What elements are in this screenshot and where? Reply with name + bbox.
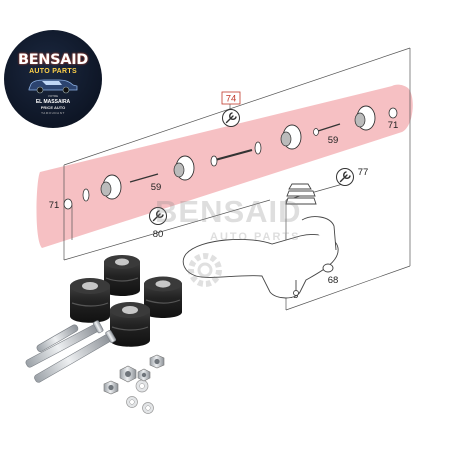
- brand-line1: EL MASSAIRA: [35, 99, 71, 105]
- bolt: [34, 330, 117, 383]
- bolt: [214, 148, 253, 162]
- bushing: [110, 302, 150, 347]
- nut: [63, 198, 73, 210]
- bolt: [317, 123, 341, 132]
- exploded-parts-upper: [63, 105, 398, 210]
- callout-80: 80: [153, 229, 164, 240]
- nut: [103, 380, 119, 395]
- callout-74: 74: [226, 94, 237, 105]
- brand-line3: TAROUDANT: [41, 111, 65, 115]
- gear-icon: [188, 253, 222, 287]
- control-arm-drawing: [182, 183, 339, 299]
- bolt: [129, 173, 159, 183]
- washer: [82, 188, 90, 202]
- washer: [126, 396, 138, 408]
- bolt: [36, 324, 79, 352]
- brand-tagline: VOTRE: [47, 94, 59, 98]
- brand-line2: PRICE AUTO: [40, 105, 66, 110]
- nut: [149, 354, 165, 369]
- hardware-photo: [25, 320, 165, 414]
- callouts: 74 71 59 59 71 80 77 65 68: [49, 91, 399, 301]
- watermark: BENSAID AUTO PARTS: [155, 194, 302, 287]
- bushing: [144, 276, 182, 318]
- nut: [119, 365, 137, 383]
- highlight-band: [36, 84, 413, 248]
- callout-71-left: 71: [49, 200, 60, 211]
- brand-logo: BENSAID AUTO PARTS VOTRE EL MASSAIRA PRI…: [4, 30, 102, 128]
- callout-71-right: 71: [388, 120, 399, 131]
- callout-68: 68: [328, 275, 339, 286]
- brand-subtitle: AUTO PARTS: [29, 68, 77, 75]
- callout-59-right: 59: [328, 135, 339, 146]
- bolt: [25, 320, 104, 368]
- nut: [137, 368, 151, 382]
- wrench-icon: [335, 167, 355, 187]
- washer: [254, 141, 262, 155]
- wrench-icon: [221, 108, 241, 128]
- bushing: [104, 255, 140, 296]
- bushing-set-photo: [70, 255, 182, 347]
- bushing: [70, 278, 110, 323]
- watermark-name: BENSAID: [155, 194, 302, 229]
- watermark-subtitle: AUTO PARTS: [210, 231, 301, 243]
- brand-name: BENSAID: [17, 52, 89, 68]
- washer: [142, 402, 154, 414]
- car-icon: [28, 79, 78, 94]
- callout-77: 77: [358, 167, 369, 178]
- washer: [135, 379, 149, 393]
- callout-74-box: [221, 91, 241, 105]
- nut: [388, 107, 398, 119]
- callout-59-left: 59: [151, 182, 162, 193]
